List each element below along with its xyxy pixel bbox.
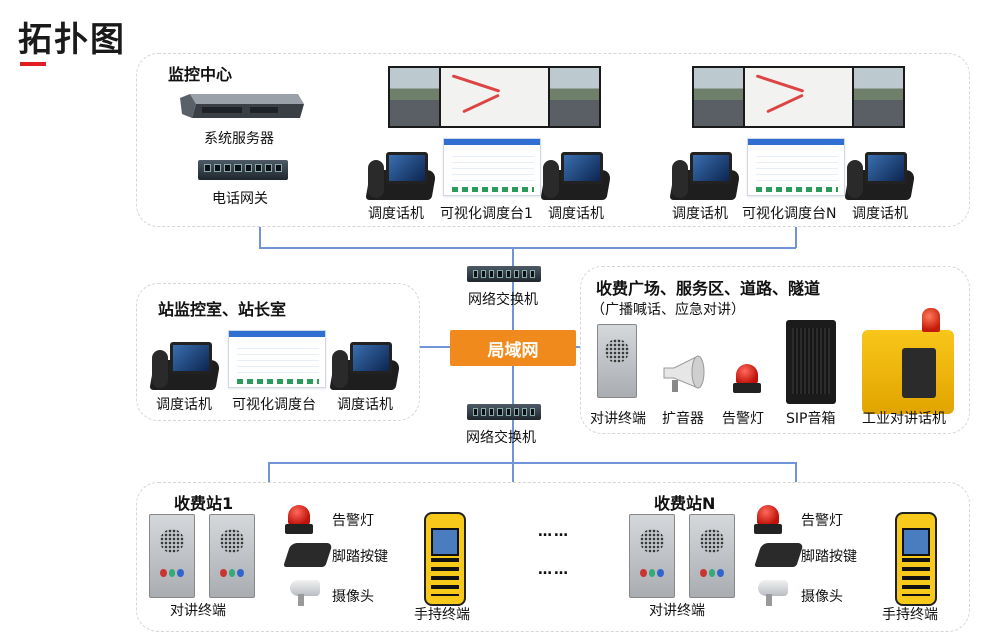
phone-gateway-icon	[198, 160, 288, 180]
intercom-terminal-icon	[209, 514, 255, 598]
system-server-label: 系统服务器	[204, 131, 274, 147]
dispatch-phone-icon	[149, 340, 221, 390]
station-phone-left-label: 调度话机	[156, 397, 212, 413]
ellipsis-bottom: ……	[538, 562, 570, 578]
intercom-terminal-icon	[597, 324, 637, 398]
dispatch-phone-icon	[669, 150, 741, 200]
foot-pedal-icon	[754, 543, 804, 567]
link-monitor-horizontal	[259, 247, 796, 249]
loudspeaker-icon	[663, 355, 705, 392]
network-switch-icon	[467, 404, 541, 420]
handheld-terminal-icon	[424, 512, 466, 606]
foot-pedal-icon	[283, 543, 333, 567]
handheld-terminal-icon	[895, 512, 937, 606]
plaza-device-label-1: 扩音器	[662, 411, 704, 427]
tollN-handheld-label: 手持终端	[882, 607, 938, 623]
plaza-device-label-3: SIP音箱	[786, 411, 836, 427]
intercom-terminal-icon	[629, 514, 675, 598]
phone-gateway-label: 电话网关	[212, 191, 268, 207]
sip-speaker-icon	[786, 320, 836, 404]
tollN-pedal-label: 脚踏按键	[801, 549, 857, 565]
group2-console-label: 可视化调度台N	[742, 206, 837, 222]
toll1-alarm-label: 告警灯	[332, 513, 374, 529]
plaza-device-label-0: 对讲终端	[590, 411, 646, 427]
network-switch-icon	[467, 266, 541, 282]
title-underline	[20, 62, 46, 66]
link-station-room	[418, 346, 468, 348]
toll-stations-panel	[136, 482, 970, 632]
group2-phone-left-label: 调度话机	[672, 206, 728, 222]
switch-top-label: 网络交换机	[468, 292, 538, 308]
lan-node: 局域网	[450, 330, 576, 366]
group2-phone-right-label: 调度话机	[852, 206, 908, 222]
video-wall-1	[388, 66, 601, 128]
visual-console-icon	[228, 330, 326, 388]
camera-icon	[280, 578, 324, 608]
group1-phone-right-label: 调度话机	[548, 206, 604, 222]
link-toll-horizontal	[268, 462, 796, 464]
dispatch-phone-icon	[365, 150, 437, 200]
tollN-intercom-label: 对讲终端	[649, 603, 705, 619]
group1-console-label: 可视化调度台1	[440, 206, 533, 222]
alarm-light-icon	[285, 505, 313, 535]
dispatch-phone-icon	[540, 150, 612, 200]
industrial-intercom-phone-icon	[862, 308, 954, 414]
tollN-title: 收费站N	[654, 494, 716, 513]
tollN-alarm-label: 告警灯	[801, 513, 843, 529]
link-top-trunk	[512, 247, 514, 512]
monitor-center-title: 监控中心	[168, 65, 233, 84]
dispatch-phone-icon	[844, 150, 916, 200]
switch-bottom-label: 网络交换机	[466, 430, 536, 446]
dispatch-phone-icon	[329, 340, 401, 390]
station-console-label: 可视化调度台	[232, 397, 316, 413]
intercom-terminal-icon	[149, 514, 195, 598]
camera-icon	[748, 578, 792, 608]
plaza-title: 收费广场、服务区、道路、隧道	[596, 279, 821, 298]
alarm-light-icon	[733, 364, 761, 394]
station-room-title: 站监控室、站长室	[158, 300, 287, 319]
station-phone-right-label: 调度话机	[337, 397, 393, 413]
plaza-device-label-4: 工业对讲话机	[862, 411, 946, 427]
toll1-handheld-label: 手持终端	[414, 607, 470, 623]
plaza-subtitle: （广播喊话、应急对讲）	[591, 302, 745, 318]
plaza-device-label-2: 告警灯	[722, 411, 764, 427]
toll1-intercom-label: 对讲终端	[170, 603, 226, 619]
visual-console-icon	[443, 138, 541, 196]
video-wall-2	[692, 66, 905, 128]
tollN-camera-label: 摄像头	[801, 589, 843, 605]
toll1-pedal-label: 脚踏按键	[332, 549, 388, 565]
toll1-camera-label: 摄像头	[332, 589, 374, 605]
toll1-title: 收费站1	[174, 494, 234, 513]
visual-console-icon	[747, 138, 845, 196]
ellipsis-top: ……	[538, 524, 570, 540]
system-server-icon	[180, 94, 304, 118]
intercom-terminal-icon	[689, 514, 735, 598]
group1-phone-left-label: 调度话机	[368, 206, 424, 222]
page-title: 拓扑图	[18, 20, 126, 60]
alarm-light-icon	[754, 505, 782, 535]
